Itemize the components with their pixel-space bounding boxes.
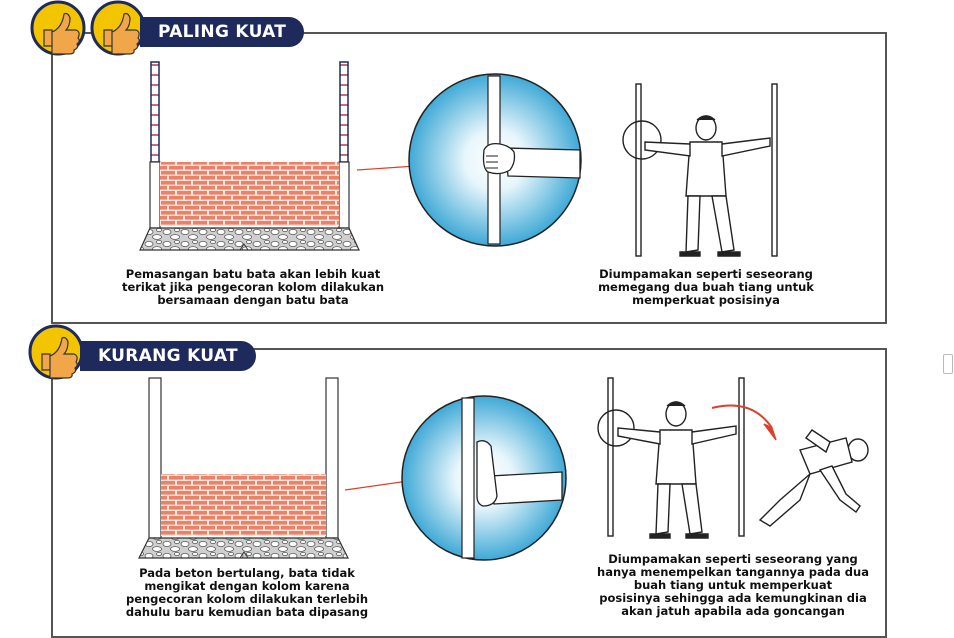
- person-holding-poles: [622, 83, 778, 257]
- person-touching-poles: [597, 377, 745, 539]
- caption-line: memegang dua buah tiang untuk: [598, 280, 814, 294]
- caption-line: terikat jika pengecoran kolom dilakukan: [121, 280, 385, 294]
- zoom-circle-touch: [401, 395, 567, 561]
- caption-line: dahulu baru kemudian bata dipasang: [125, 605, 369, 619]
- caption-line: Pemasangan batu bata akan lebih kuat: [125, 267, 381, 281]
- caption-wall-strong: Pemasangan batu bata akan lebih kuat ter…: [118, 268, 388, 307]
- thumbs-up-icon: [30, 0, 86, 56]
- caption-line: akan jatuh apabila ada goncangan: [621, 604, 845, 618]
- caption-line: pengecoran kolom dilakukan terlebih: [125, 592, 369, 606]
- caption-line: mengikat dengan kolom karena: [144, 579, 350, 593]
- zoom-circle-grip: [408, 73, 582, 247]
- wall-diagram-weak: [138, 377, 349, 559]
- caption-line: Diumpamakan seperti seseorang yang: [608, 552, 858, 566]
- caption-line: hanya menempelkan tangannya pada dua: [597, 565, 869, 579]
- section-title-kurang-kuat: KURANG KUAT: [80, 341, 256, 371]
- wall-diagram-strong: [139, 61, 360, 251]
- caption-line: Diumpamakan seperti seseorang: [599, 267, 813, 281]
- caption-line: memperkuat posisinya: [632, 293, 780, 307]
- section-title-paling-kuat: PALING KUAT: [140, 17, 305, 47]
- thumbs-up-icon: [90, 0, 146, 56]
- caption-wall-weak: Pada beton bertulang, bata tidak mengika…: [112, 567, 382, 619]
- edge-scroll-marker: [943, 354, 953, 374]
- caption-line: Pada beton bertulang, bata tidak: [139, 566, 355, 580]
- caption-line: buah tiang untuk memperkuat: [633, 578, 833, 592]
- caption-line: bersamaan dengan batu bata: [157, 293, 349, 307]
- caption-person-weak: Diumpamakan seperti seseorang yang hanya…: [590, 553, 876, 618]
- caption-line: posisinya sehingga ada kemungkinan dia: [599, 591, 867, 605]
- falling-person: [711, 404, 869, 527]
- thumbs-up-icon: [28, 324, 84, 380]
- caption-person-strong: Diumpamakan seperti seseorang memegang d…: [586, 268, 826, 307]
